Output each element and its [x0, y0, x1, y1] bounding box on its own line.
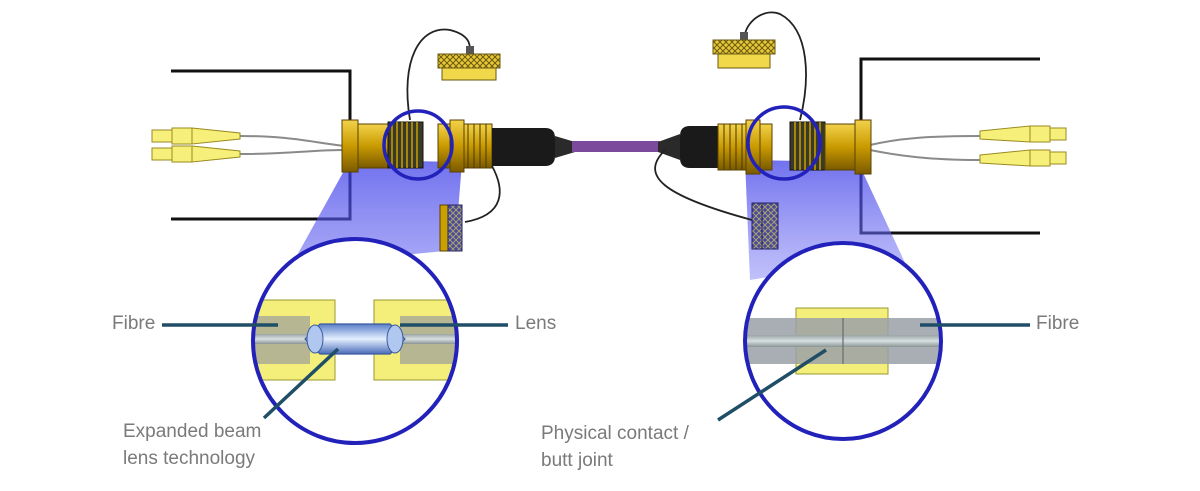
right-dust-cap-blue — [654, 149, 779, 250]
right-dust-cap-gold — [712, 11, 807, 121]
right-interface-highlight — [746, 105, 822, 181]
expanded-beam-leader-line — [262, 347, 340, 420]
left-interface-highlight — [382, 109, 454, 181]
right-cable-plug — [658, 119, 773, 175]
left-bulkhead-receptacle — [341, 119, 424, 173]
left-dust-cap-gold — [406, 28, 501, 121]
lens-label: Lens — [515, 313, 557, 334]
physical-contact-label: Physical contact / butt joint — [541, 423, 689, 473]
physical-contact-leader-line — [717, 348, 827, 422]
expanded-beam-label-line2: lens technology — [123, 447, 256, 469]
physical-contact-label-line1: Physical contact / — [541, 423, 689, 444]
right-lc-patch-cords — [869, 125, 1067, 167]
left-dust-cap-blue — [439, 165, 501, 252]
fibre-label-right: Fibre — [1036, 313, 1080, 334]
left-enclosure-panel — [171, 69, 352, 221]
fibre-label-left: Fibre — [112, 313, 156, 334]
physical-contact-label-line2: butt joint — [541, 449, 613, 471]
expanded-beam-label-line1: Expanded beam — [123, 421, 262, 442]
expanded-beam-magnified-view — [251, 237, 459, 445]
left-cable-plug — [437, 119, 575, 173]
left-lc-patch-cords — [151, 127, 346, 163]
purple-fibre-cable — [572, 141, 660, 152]
right-bulkhead-receptacle — [789, 119, 872, 175]
physical-contact-magnified-view — [743, 241, 943, 441]
expanded-beam-label: Expanded beam lens technology — [123, 421, 261, 471]
right-enclosure-panel — [859, 57, 1040, 235]
